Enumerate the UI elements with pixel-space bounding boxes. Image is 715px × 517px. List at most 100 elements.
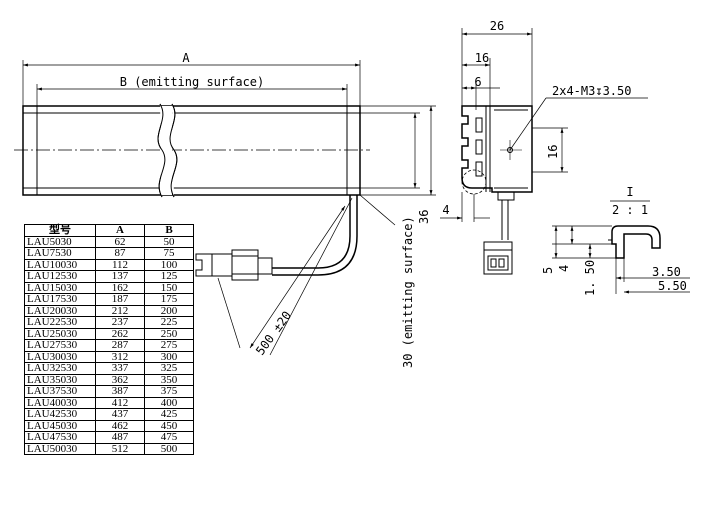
detail-scale-label: 2 : 1 bbox=[612, 203, 648, 217]
detail-dim-150-label: 1. 50 bbox=[583, 260, 597, 296]
spec-table-header: 型号 A B bbox=[24, 224, 194, 237]
cell-b: 450 bbox=[144, 419, 194, 432]
detail-view bbox=[552, 200, 690, 294]
cell-a: 187 bbox=[95, 293, 145, 306]
cell-a: 87 bbox=[95, 247, 145, 260]
cell-b: 50 bbox=[144, 235, 194, 248]
cell-b: 200 bbox=[144, 304, 194, 317]
dim-cable-line bbox=[249, 205, 346, 349]
cell-b: 175 bbox=[144, 293, 194, 306]
cell-model: LAU35030 bbox=[24, 373, 96, 386]
cell-a: 162 bbox=[95, 281, 145, 294]
cell-b: 500 bbox=[144, 442, 194, 455]
cell-a: 212 bbox=[95, 304, 145, 317]
cell-a: 512 bbox=[95, 442, 145, 455]
cell-model: LAU37530 bbox=[24, 385, 96, 398]
cell-model: LAU27530 bbox=[24, 339, 96, 352]
header-b: B bbox=[144, 224, 194, 237]
cell-model: LAU10030 bbox=[24, 258, 96, 271]
cell-b: 375 bbox=[144, 385, 194, 398]
cell-b: 325 bbox=[144, 362, 194, 375]
dim-cable-label: 500 ±20 bbox=[253, 309, 294, 358]
cell-b: 150 bbox=[144, 281, 194, 294]
cell-model: LAU47530 bbox=[24, 431, 96, 444]
cell-a: 437 bbox=[95, 408, 145, 421]
detail-dim-550-label: 5.50 bbox=[658, 279, 687, 293]
dim-16-top-label: 16 bbox=[475, 51, 489, 65]
cell-model: LAU20030 bbox=[24, 304, 96, 317]
cell-a: 237 bbox=[95, 316, 145, 329]
detail-label: I bbox=[626, 185, 633, 199]
cell-a: 412 bbox=[95, 396, 145, 409]
dim-36-label: 36 bbox=[417, 210, 431, 224]
cell-a: 262 bbox=[95, 327, 145, 340]
cell-model: LAU12530 bbox=[24, 270, 96, 283]
cell-b: 225 bbox=[144, 316, 194, 329]
side-view bbox=[440, 28, 648, 275]
dim-30-label: 30 (emitting surface) bbox=[401, 216, 415, 368]
cell-a: 337 bbox=[95, 362, 145, 375]
dim-a-label: A bbox=[182, 51, 190, 65]
cell-model: LAU25030 bbox=[24, 327, 96, 340]
cell-model: LAU5030 bbox=[24, 235, 96, 248]
cell-b: 475 bbox=[144, 431, 194, 444]
cell-model: LAU30030 bbox=[24, 350, 96, 363]
detail-circle bbox=[461, 169, 487, 195]
cell-b: 300 bbox=[144, 350, 194, 363]
dim-6-label: 6 bbox=[474, 75, 481, 89]
cell-a: 387 bbox=[95, 385, 145, 398]
cell-b: 100 bbox=[144, 258, 194, 271]
cell-model: LAU22530 bbox=[24, 316, 96, 329]
cell-a: 462 bbox=[95, 419, 145, 432]
cell-b: 350 bbox=[144, 373, 194, 386]
cell-a: 137 bbox=[95, 270, 145, 283]
cell-a: 487 bbox=[95, 431, 145, 444]
cell-b: 275 bbox=[144, 339, 194, 352]
detail-profile bbox=[611, 225, 661, 259]
detail-dim-4-label: 4 bbox=[557, 265, 571, 272]
header-a: A bbox=[95, 224, 145, 237]
dim-16-right-label: 16 bbox=[546, 145, 560, 159]
cell-model: LAU42530 bbox=[24, 408, 96, 421]
cable-connector bbox=[195, 249, 273, 281]
cell-model: LAU45030 bbox=[24, 419, 96, 432]
cell-a: 312 bbox=[95, 350, 145, 363]
cell-b: 75 bbox=[144, 247, 194, 260]
cell-b: 250 bbox=[144, 327, 194, 340]
detail-dim-350-label: 3.50 bbox=[652, 265, 681, 279]
cell-model: LAU50030 bbox=[24, 442, 96, 455]
dim-b-label: B (emitting surface) bbox=[120, 75, 265, 89]
front-view bbox=[14, 60, 436, 356]
cell-model: LAU7530 bbox=[24, 247, 96, 260]
cell-b: 125 bbox=[144, 270, 194, 283]
cell-model: LAU40030 bbox=[24, 396, 96, 409]
light-bar-outline bbox=[22, 105, 361, 196]
hole-note-label: 2x4-M3↧3.50 bbox=[552, 84, 631, 98]
cell-model: LAU32530 bbox=[24, 362, 96, 375]
cell-model: LAU17530 bbox=[24, 293, 96, 306]
cell-model: LAU15030 bbox=[24, 281, 96, 294]
cell-a: 62 bbox=[95, 235, 145, 248]
cell-b: 400 bbox=[144, 396, 194, 409]
side-connector bbox=[483, 241, 513, 275]
